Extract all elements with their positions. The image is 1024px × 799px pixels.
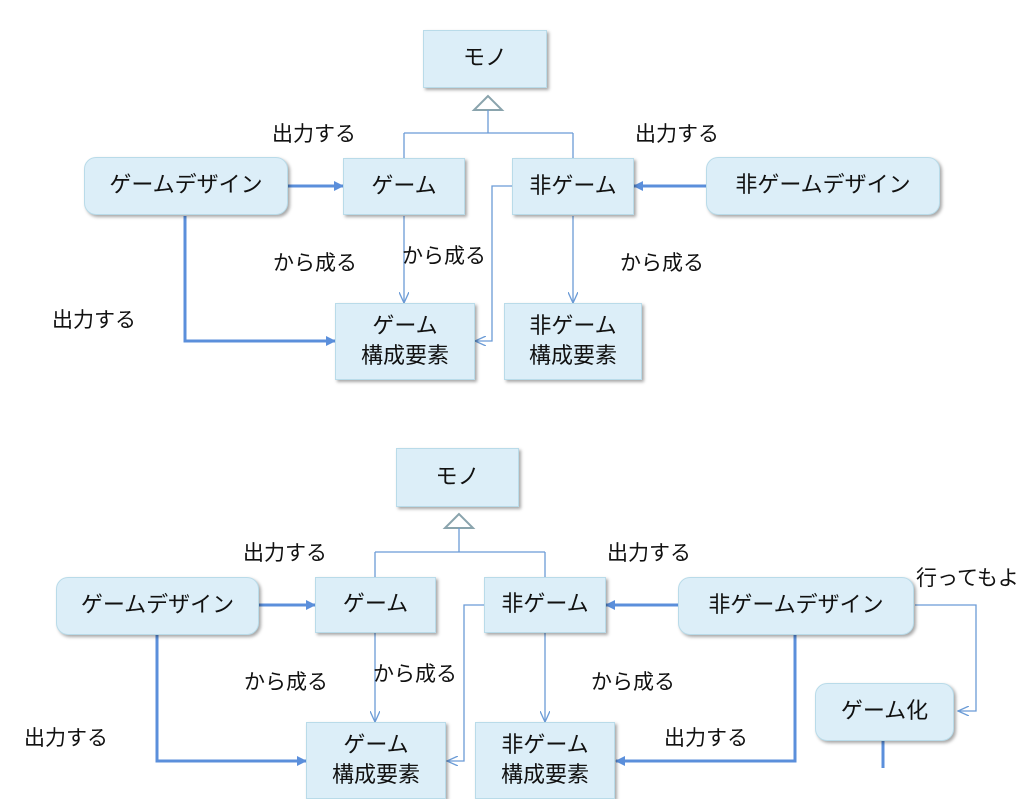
node-non-game-elements-bottom: 非ゲーム 構成要素 (475, 722, 615, 799)
label-consists-of-2-top: から成る (402, 244, 486, 268)
node-game-design-bottom: ゲームデザイン (56, 577, 259, 635)
node-non-game-bottom: 非ゲーム (484, 577, 606, 633)
node-gamification-bottom: ゲーム化 (815, 683, 954, 741)
label-outputs-right-top: 出力する (635, 122, 719, 146)
label-outputs-right-bottom: 出力する (607, 541, 691, 565)
label-outputs-side-bottom: 出力する (24, 726, 108, 750)
node-game-top: ゲーム (343, 158, 465, 215)
label-consists-of-1-top: から成る (273, 251, 357, 275)
label-consists-of-1-bottom: から成る (244, 670, 328, 694)
node-game-design-top: ゲームデザイン (84, 157, 288, 215)
label-outputs-side-top: 出力する (52, 308, 136, 332)
node-game-elements-top: ゲーム 構成要素 (335, 303, 475, 380)
node-non-game-design-bottom: 非ゲームデザイン (678, 577, 914, 635)
arrow-gd-to-elements-top (183, 216, 336, 346)
label-outputs-left-bottom: 出力する (243, 541, 327, 565)
label-may-do-bottom: 行ってもよ (916, 566, 1019, 590)
node-game-elements-bottom: ゲーム 構成要素 (306, 722, 446, 799)
node-game-bottom: ゲーム (315, 577, 436, 633)
label-outputs-left-top: 出力する (272, 122, 356, 146)
inherit-triangle-top (471, 94, 505, 111)
arrow-gd-to-elements-bottom (155, 635, 307, 766)
label-consists-of-3-bottom: から成る (591, 670, 675, 694)
inherit-triangle-bottom (442, 512, 476, 529)
label-consists-of-3-top: から成る (620, 251, 704, 275)
inheritance-tree-top (403, 94, 574, 158)
connector-layer (155, 94, 977, 768)
inheritance-tree-bottom (374, 512, 546, 577)
node-mono-bottom: モノ (396, 448, 519, 507)
label-consists-of-2-bottom: から成る (373, 662, 457, 686)
node-non-game-design-top: 非ゲームデザイン (706, 157, 940, 215)
node-non-game-top: 非ゲーム (512, 158, 634, 215)
node-non-game-elements-top: 非ゲーム 構成要素 (504, 303, 642, 380)
node-mono-top: モノ (423, 30, 547, 88)
label-outputs-lower-bottom: 出力する (664, 726, 748, 750)
